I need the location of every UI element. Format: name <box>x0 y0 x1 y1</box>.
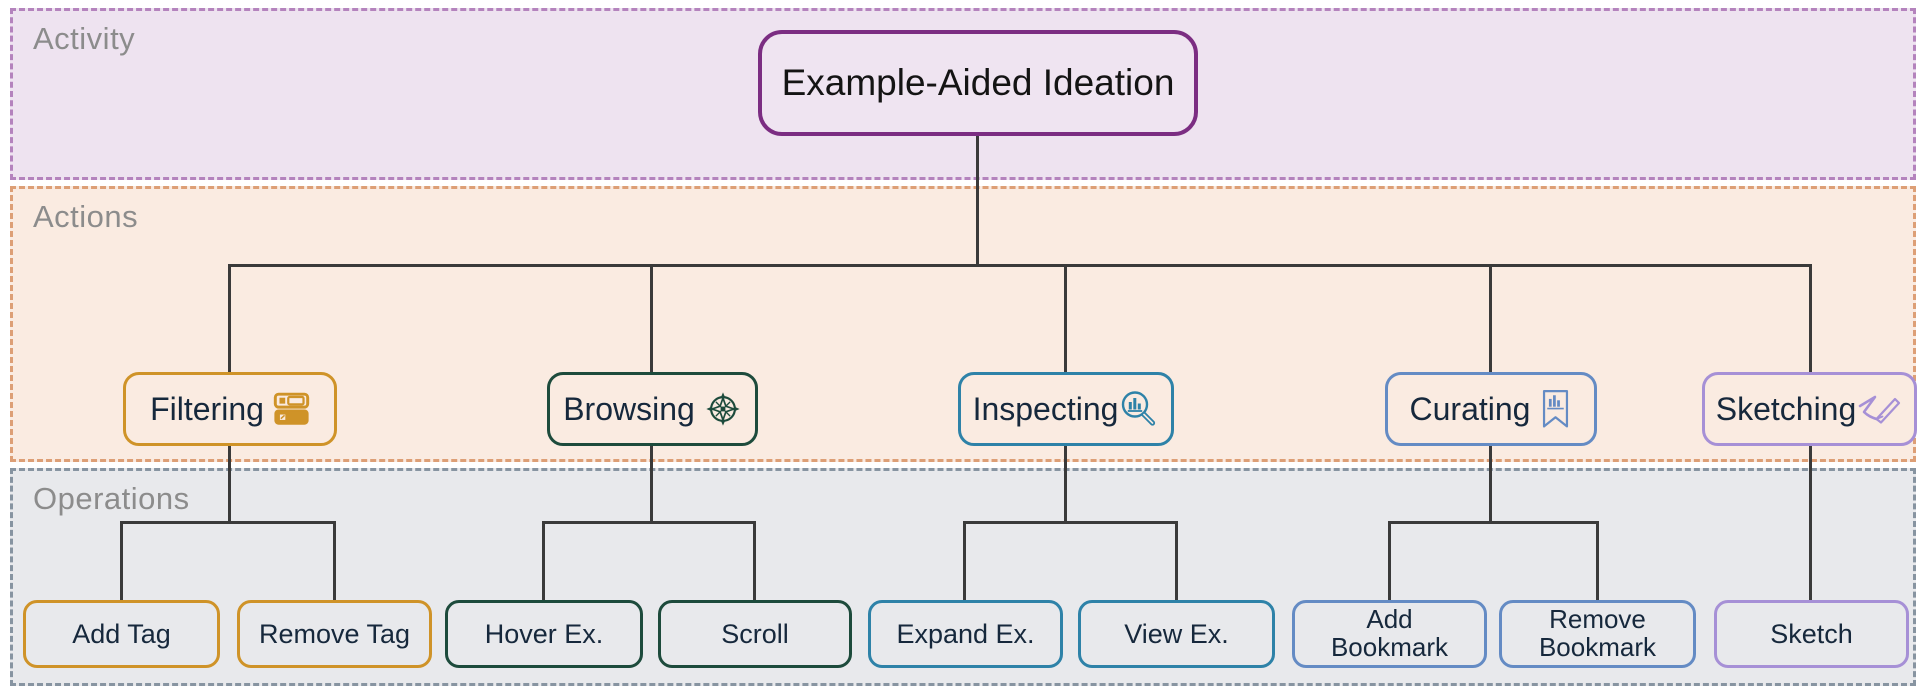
connector-drop-remove-bookmark <box>1596 521 1599 602</box>
connector-root-stem <box>976 135 979 266</box>
band-actions-label: Actions <box>33 199 139 234</box>
inspecting-label: Inspecting <box>972 390 1119 427</box>
connector-drop-curating <box>1489 264 1492 374</box>
node-filtering: Filtering <box>123 372 337 446</box>
connector-inspecting-bus <box>963 521 1178 524</box>
connector-curating-stem <box>1489 444 1492 524</box>
connector-drop-expand-ex <box>963 521 966 602</box>
connector-browsing-stem <box>650 444 653 524</box>
remove-tag-label: Remove Tag <box>258 618 411 649</box>
bookmark-chart-icon <box>1539 388 1572 430</box>
connector-filtering-stem <box>228 444 231 524</box>
node-add-bookmark: Add Bookmark <box>1292 600 1487 668</box>
expand-ex-label: Expand Ex. <box>896 618 1035 649</box>
connector-drop-remove-tag <box>333 521 336 602</box>
connector-drop-inspecting <box>1064 264 1067 374</box>
node-expand-ex: Expand Ex. <box>868 600 1063 668</box>
connector-actions-bus <box>228 264 1812 267</box>
add-tag-label: Add Tag <box>72 618 171 649</box>
connector-drop-hover-ex <box>542 521 545 602</box>
connector-drop-add-tag <box>120 521 123 602</box>
hover-ex-label: Hover Ex. <box>484 618 604 649</box>
scroll-label: Scroll <box>721 618 789 649</box>
connector-inspecting-stem <box>1064 444 1067 524</box>
node-curating: Curating <box>1385 372 1597 446</box>
node-scroll: Scroll <box>658 600 852 668</box>
node-sketching: Sketching <box>1702 372 1917 446</box>
band-activity-label: Activity <box>33 21 136 56</box>
sketch-label: Sketch <box>1770 618 1853 649</box>
connector-drop-view-ex <box>1175 521 1178 602</box>
connector-drop-sketching <box>1809 264 1812 374</box>
node-browsing: Browsing <box>547 372 758 446</box>
node-sketch: Sketch <box>1714 600 1909 668</box>
pen-squiggle-icon <box>1857 389 1903 429</box>
add-bookmark-label: Add Bookmark <box>1330 604 1449 662</box>
root-label: Example-Aided Ideation <box>781 62 1175 103</box>
node-hover-ex: Hover Ex. <box>445 600 643 668</box>
connector-drop-scroll <box>753 521 756 602</box>
band-operations-label: Operations <box>33 481 190 516</box>
node-remove-tag: Remove Tag <box>237 600 432 668</box>
connector-drop-browsing <box>650 264 653 374</box>
node-inspecting: Inspecting <box>958 372 1174 446</box>
connector-drop-filtering <box>228 264 231 374</box>
view-ex-label: View Ex. <box>1124 618 1229 649</box>
node-add-tag: Add Tag <box>23 600 220 668</box>
magnifier-chart-icon <box>1119 389 1159 429</box>
curating-label: Curating <box>1409 390 1531 427</box>
node-view-ex: View Ex. <box>1078 600 1275 668</box>
compass-icon <box>704 390 742 428</box>
filter-icon <box>273 392 310 426</box>
remove-bookmark-label: Remove Bookmark <box>1538 604 1657 662</box>
connector-browsing-bus <box>542 521 756 524</box>
connector-sketching-stem <box>1809 444 1812 602</box>
connector-drop-add-bookmark <box>1388 521 1391 602</box>
sketching-label: Sketching <box>1715 390 1857 427</box>
connector-filtering-bus <box>120 521 336 524</box>
node-remove-bookmark: Remove Bookmark <box>1499 600 1696 668</box>
node-example-aided-ideation: Example-Aided Ideation <box>758 30 1198 136</box>
browsing-label: Browsing <box>563 390 695 427</box>
connector-curating-bus <box>1388 521 1599 524</box>
filtering-label: Filtering <box>150 390 264 427</box>
